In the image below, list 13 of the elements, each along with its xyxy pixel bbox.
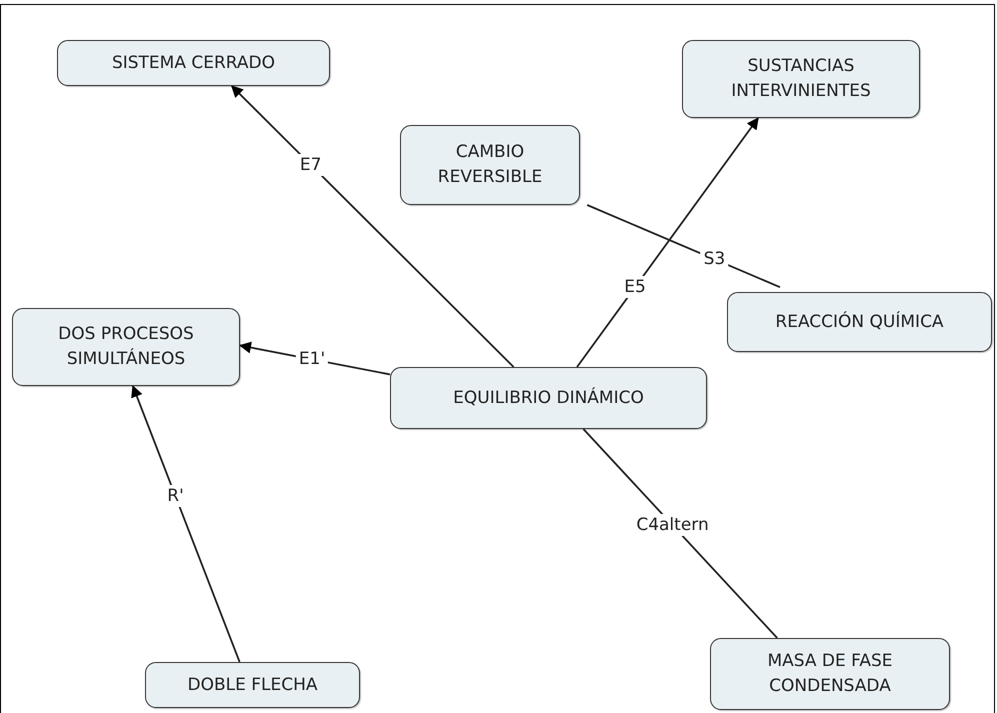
arrow bbox=[576, 117, 759, 368]
arrow bbox=[231, 85, 514, 368]
arrow bbox=[131, 385, 240, 662]
concept-box: CAMBIO REVERSIBLE bbox=[400, 125, 580, 205]
concept-box: EQUILIBRIO DINÁMICO bbox=[390, 367, 707, 429]
concept-box: SISTEMA CERRADO bbox=[57, 40, 330, 86]
concept-box: MASA DE FASE CONDENSADA bbox=[710, 638, 950, 710]
concept-box: DOBLE FLECHA bbox=[145, 662, 360, 708]
concept-box: REACCIÓN QUÍMICA bbox=[727, 292, 992, 352]
connector-line bbox=[582, 428, 778, 639]
concept-box: SUSTANCIAS INTERVINIENTES bbox=[682, 40, 920, 118]
concept-box: DOS PROCESOS SIMULTÁNEOS bbox=[12, 308, 240, 386]
edge-label: E7 bbox=[296, 154, 324, 176]
